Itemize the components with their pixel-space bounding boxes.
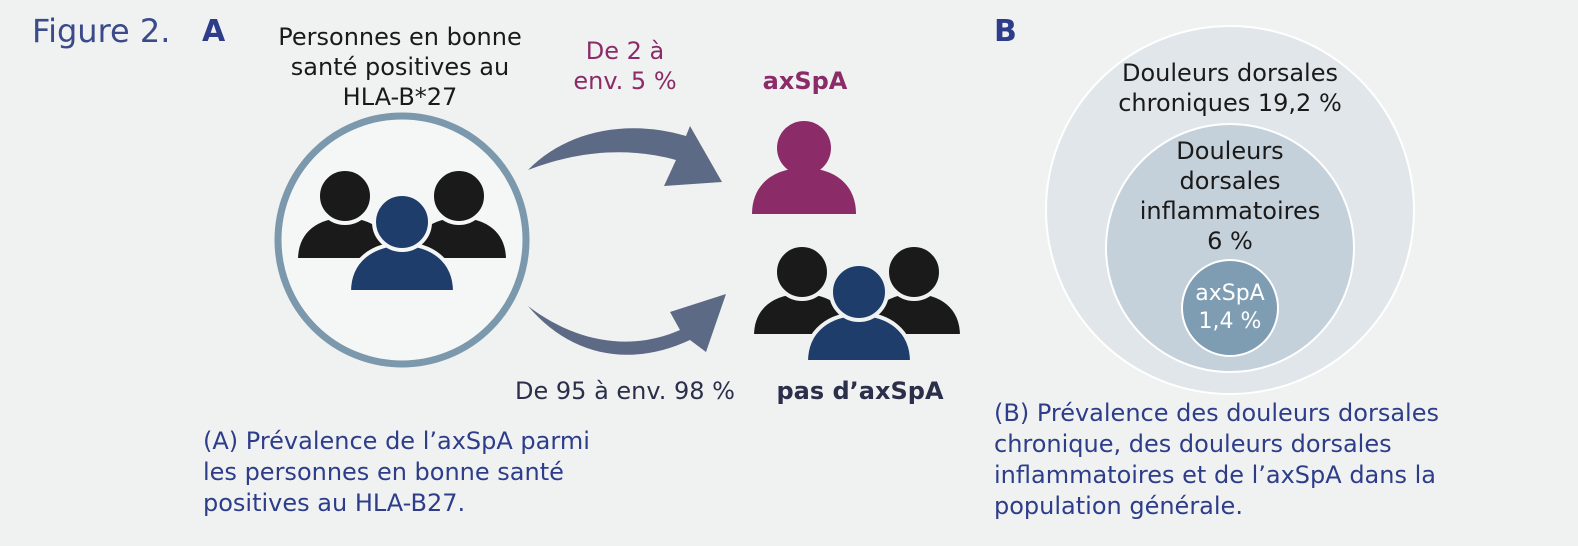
upper-rate-line: env. 5 % xyxy=(573,67,677,95)
figure-label: Figure 2. xyxy=(32,12,171,50)
venn-middle-label: Douleurs dorsales inflammatoires 6 % xyxy=(1110,136,1350,256)
caption-line: les personnes en bonne santé xyxy=(203,458,564,486)
group-title-line: santé positives au xyxy=(290,53,510,81)
panel-a-letter: A xyxy=(202,14,226,49)
upper-outcome-label: axSpA xyxy=(762,67,848,95)
venn-middle-line: 6 % xyxy=(1207,227,1253,255)
caption-line: population générale. xyxy=(994,492,1243,520)
person-center-icon xyxy=(346,192,458,294)
venn-inner-label: axSpA 1,4 % xyxy=(1170,280,1290,336)
arrow-down-icon xyxy=(528,294,726,355)
venn-inner-line: axSpA xyxy=(1195,281,1265,306)
caption-line: inflammatoires et de l’axSpA dans la xyxy=(994,461,1436,489)
person-axspa-icon xyxy=(752,121,856,214)
lower-outcome-label: pas d’axSpA xyxy=(776,377,944,405)
person-center-icon xyxy=(803,262,915,364)
group-no-axspa-icon xyxy=(749,243,965,364)
caption-line: chronique, des douleurs dorsales xyxy=(994,430,1392,458)
venn-outer-label: Douleurs dorsales chroniques 19,2 % xyxy=(1090,58,1370,118)
venn-middle-line: Douleurs xyxy=(1176,137,1284,165)
venn-middle-line: dorsales xyxy=(1179,167,1281,195)
arrow-up-icon xyxy=(528,126,722,186)
venn-inner-circle xyxy=(1181,259,1279,357)
lower-rate: De 95 à env. 98 % xyxy=(515,377,735,405)
caption-line: (A) Prévalence de l’axSpA parmi xyxy=(203,427,590,455)
venn-outer-line: Douleurs dorsales xyxy=(1122,59,1338,87)
venn-outer-line: chroniques 19,2 % xyxy=(1118,89,1342,117)
panel-b-caption: (B) Prévalence des douleurs dorsales chr… xyxy=(994,398,1534,522)
caption-line: positives au HLA-B27. xyxy=(203,489,466,517)
venn-middle-line: inflammatoires xyxy=(1139,197,1321,225)
caption-line: (B) Prévalence des douleurs dorsales xyxy=(994,399,1439,427)
upper-rate-line: De 2 à xyxy=(585,37,665,65)
panel-a-caption: (A) Prévalence de l’axSpA parmi les pers… xyxy=(203,426,663,519)
venn-middle-circle xyxy=(1105,123,1355,373)
person-left-icon xyxy=(293,167,397,262)
upper-rate: De 2 à env. 5 % xyxy=(555,36,695,96)
venn-inner-line: 1,4 % xyxy=(1198,309,1262,334)
group-title: Personnes en bonne santé positives au HL… xyxy=(255,22,545,112)
group-title-line: Personnes en bonne xyxy=(278,23,522,51)
panel-b-letter: B xyxy=(994,14,1017,49)
group-healthy-icon xyxy=(293,167,511,294)
group-title-line: HLA-B*27 xyxy=(342,83,458,111)
